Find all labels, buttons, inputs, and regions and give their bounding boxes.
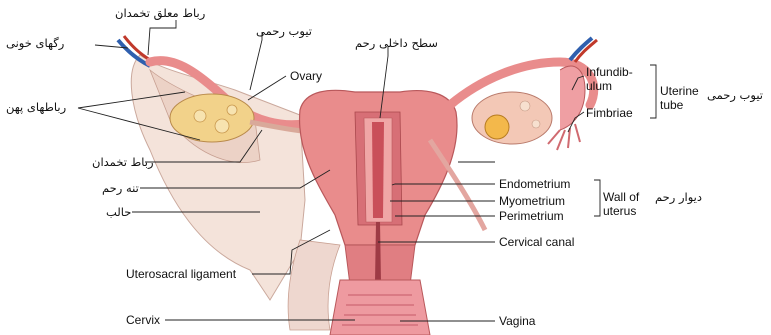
label-uterine-tube: تیوب رحمی	[256, 24, 312, 38]
right-ovary	[472, 92, 552, 144]
cervical-canal-shape	[375, 222, 381, 282]
label-myometrium: Myometrium	[499, 194, 565, 208]
label-wall-of-uterus-1: Wall of	[603, 190, 639, 204]
label-infundibulum-2: ulum	[586, 79, 612, 93]
label-cervical-canal: Cervical canal	[499, 235, 574, 249]
label-uterine-tube-en-2: tube	[660, 98, 683, 112]
label-endometrium-surface: سطح داخلی رحم	[355, 36, 438, 50]
vagina-shape	[330, 280, 430, 335]
right-ovary-follicle	[485, 115, 509, 139]
label-suspensory-ligament: رباط معلق تخمدان	[115, 6, 205, 20]
label-cervix: Cervix	[126, 313, 160, 327]
uterosacral-ligament-shape	[288, 240, 340, 330]
label-blood-vessels: رگهای خونی	[6, 36, 64, 50]
label-wall-of-uterus-2: uterus	[603, 204, 636, 218]
left-ovary	[170, 94, 254, 142]
label-ovarian-ligament: رباط تخمدان	[92, 155, 154, 169]
label-uterus-body: تنه رحم	[102, 181, 139, 195]
label-ureter: حالب	[106, 205, 131, 219]
label-endometrium: Endometrium	[499, 177, 570, 191]
label-uterosacral-ligament: Uterosacral ligament	[126, 267, 236, 281]
label-broad-ligaments: رباطهای پهن	[6, 100, 66, 114]
infundibulum-shape	[560, 66, 585, 130]
uterine-cavity	[372, 122, 384, 218]
label-perimetrium: Perimetrium	[499, 209, 564, 223]
left-vessel-blue	[118, 40, 150, 66]
label-uterine-tube-right: تیوب رحمی	[707, 88, 763, 102]
label-infundibulum-1: Infundib-	[586, 65, 633, 79]
label-uterine-wall: دیوار رحم	[655, 190, 702, 204]
label-uterine-tube-en-1: Uterine	[660, 84, 699, 98]
label-fimbriae: Fimbriae	[586, 106, 633, 120]
label-ovary: Ovary	[290, 69, 322, 83]
label-vagina: Vagina	[499, 314, 535, 328]
